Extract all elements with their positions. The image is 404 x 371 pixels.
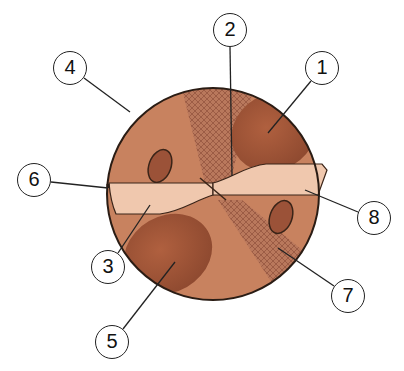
callout-number: 7 (331, 279, 365, 313)
leader-lines (51, 47, 358, 329)
callout-number: 8 (357, 201, 391, 235)
drill-body (107, 77, 331, 310)
callout-number: 6 (17, 163, 51, 197)
callout-number: 5 (95, 325, 129, 359)
callout-number: 2 (213, 13, 247, 47)
callout-number: 3 (91, 250, 125, 284)
callout-number: 1 (305, 51, 339, 85)
callout-number: 4 (53, 51, 87, 85)
